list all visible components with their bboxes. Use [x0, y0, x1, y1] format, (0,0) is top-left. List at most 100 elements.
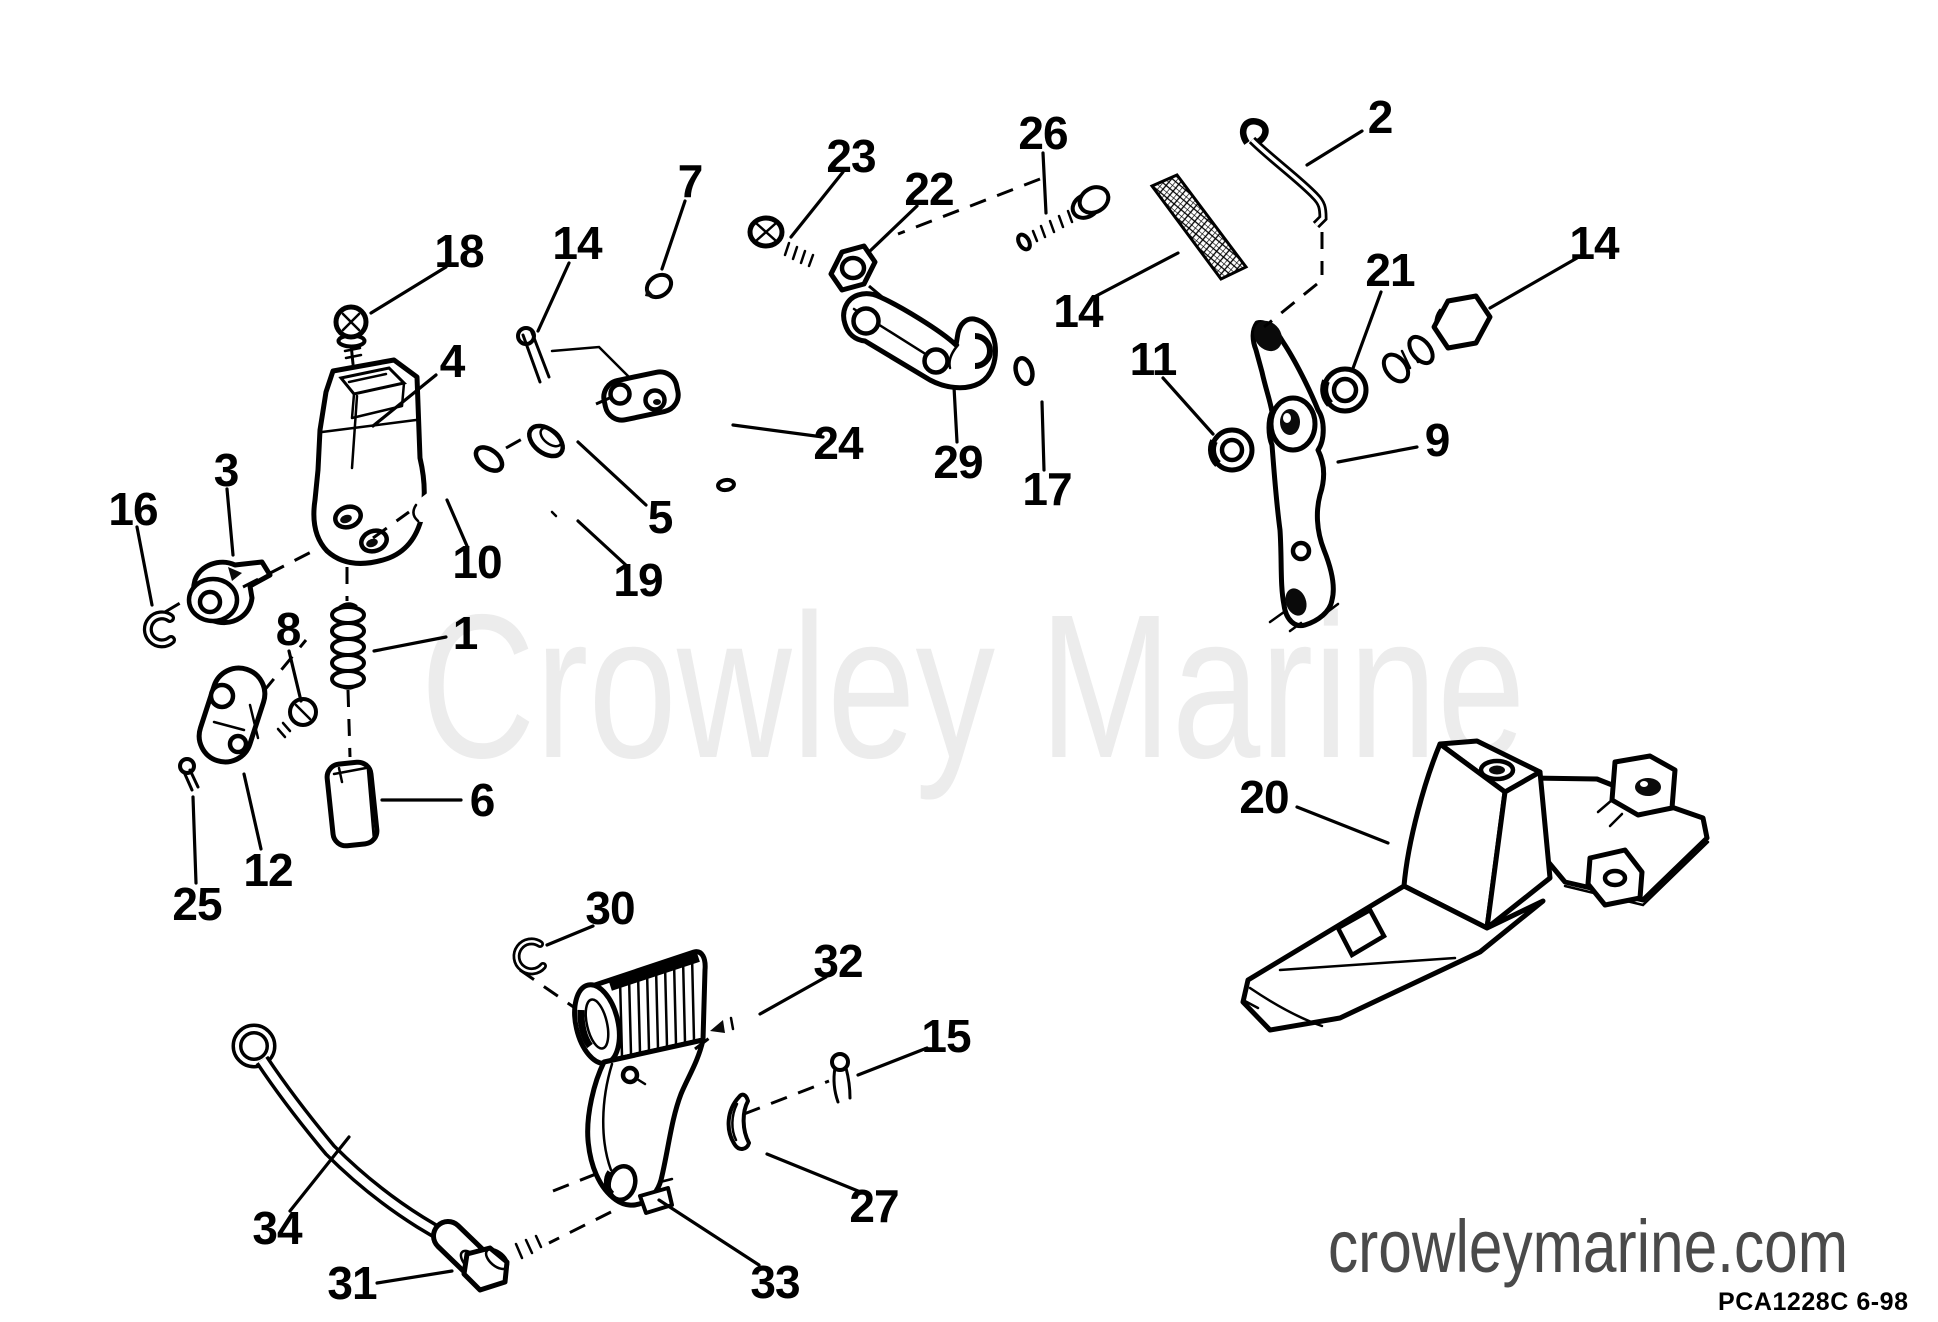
part-4-latch-bracket	[311, 357, 427, 566]
leader-line-2	[1305, 129, 1364, 167]
leader-line-11	[1161, 376, 1215, 436]
assembly-dash-line	[1263, 282, 1318, 329]
part-label-3: 3	[214, 444, 239, 496]
leader-line-17	[1040, 400, 1046, 472]
leader-line-9	[1336, 445, 1419, 464]
part-11-grommet	[1208, 427, 1255, 473]
part-label-14: 14	[1053, 285, 1104, 337]
part-18-screw	[333, 304, 369, 366]
part-label-18: 18	[434, 225, 484, 277]
watermark-text: Crowley Marine	[421, 572, 1526, 801]
part-25-cotter-pin	[178, 757, 200, 792]
part-label-5: 5	[648, 491, 673, 543]
part-19-small-pin	[550, 496, 574, 518]
part-26-screw	[1016, 185, 1111, 252]
leader-line-30	[545, 924, 595, 947]
leader-line-14	[1094, 251, 1180, 298]
leader-line-25	[191, 795, 198, 885]
leader-line-32	[758, 975, 828, 1016]
part-21-grommet	[1320, 366, 1369, 414]
leader-line-27	[765, 1152, 860, 1193]
part-23-screw	[747, 215, 823, 268]
part-label-34: 34	[252, 1202, 303, 1254]
part-24-rod	[709, 357, 736, 493]
leader-line-33	[657, 1198, 761, 1267]
part-label-12: 12	[243, 844, 292, 896]
part-label-22: 22	[904, 163, 953, 215]
leader-line-7	[660, 199, 687, 271]
assembly-dash-line	[261, 639, 308, 693]
leader-line-29	[952, 385, 959, 444]
part-31-bolt	[461, 1232, 546, 1293]
assembly-dash-line	[372, 510, 410, 540]
leader-line-23	[789, 170, 845, 239]
leader-line-14	[1488, 256, 1579, 310]
part-label-33: 33	[750, 1256, 799, 1308]
part-label-6: 6	[470, 774, 495, 826]
part-30-snap-ring	[512, 937, 547, 976]
assembly-dash-line	[519, 968, 576, 1010]
part-16-c-clip	[142, 610, 176, 649]
part-33-grip	[572, 949, 708, 1215]
part-7-plug	[644, 272, 674, 300]
leader-line-15	[856, 1046, 929, 1077]
assembly-dash-line	[897, 177, 1041, 236]
leader-line-12	[242, 772, 263, 851]
part-label-2: 2	[1368, 91, 1393, 143]
leader-line-4	[371, 373, 438, 428]
assembly-dash-line	[346, 689, 352, 758]
part-27-wear-clip	[726, 1092, 751, 1151]
part-label-4: 4	[440, 335, 466, 387]
part-7-link-plate	[601, 369, 681, 423]
assembly-dash-line	[548, 1210, 612, 1245]
leader-line-34	[288, 1135, 351, 1213]
leader-line-19	[576, 519, 630, 569]
leader-line-22	[868, 204, 919, 253]
part-label-16: 16	[108, 483, 157, 535]
part-22-nut	[828, 243, 878, 293]
part-32-pin	[710, 1013, 752, 1033]
site-watermark: crowleymarine.com	[1328, 1205, 1848, 1288]
leader-line-3	[225, 487, 235, 557]
assembly-dash-line	[505, 433, 530, 450]
part-6-sleeve	[324, 759, 380, 849]
leader-line-10	[445, 498, 469, 548]
assembly-dash-line	[552, 1170, 602, 1193]
part-label-21: 21	[1365, 244, 1415, 296]
part-label-29: 29	[933, 436, 982, 488]
assembly-dash-line	[694, 1034, 713, 1051]
leader-line-26	[1041, 151, 1048, 215]
part-label-9: 9	[1425, 414, 1450, 466]
leader-line-1	[372, 635, 448, 653]
assembly-dash-line	[595, 394, 615, 406]
part-label-11: 11	[1130, 333, 1177, 385]
part-3-cam	[186, 559, 273, 626]
part-14-shoulder-bolt	[1381, 293, 1493, 384]
part-label-23: 23	[826, 130, 875, 182]
part-2-bent-rod	[1239, 118, 1328, 229]
part-8-screw	[273, 697, 318, 743]
leader-line-5	[576, 440, 648, 507]
assembly-dash-line	[743, 1079, 830, 1116]
leader-line-18	[369, 265, 448, 315]
leader-line-20	[1295, 805, 1390, 845]
leader-line-24	[731, 423, 825, 439]
part-29-link-plate	[841, 291, 998, 391]
part-1-spring	[330, 602, 366, 690]
part-label-14: 14	[1569, 217, 1620, 269]
part-label-27: 27	[849, 1180, 898, 1232]
part-14-hairpin-clip-left	[516, 326, 640, 388]
part-label-1: 1	[453, 607, 478, 659]
part-label-24: 24	[813, 417, 864, 469]
part-15-cotter-pin	[830, 1052, 852, 1104]
part-label-10: 10	[452, 536, 501, 588]
part-5-spacer	[527, 400, 596, 459]
part-20-bracket	[1240, 738, 1710, 1033]
part-label-17: 17	[1022, 463, 1071, 515]
leader-line-16	[135, 525, 154, 607]
part-label-30: 30	[585, 882, 634, 934]
part-label-19: 19	[613, 554, 662, 606]
part-label-14: 14	[552, 217, 603, 269]
leader-line-31	[375, 1269, 454, 1285]
